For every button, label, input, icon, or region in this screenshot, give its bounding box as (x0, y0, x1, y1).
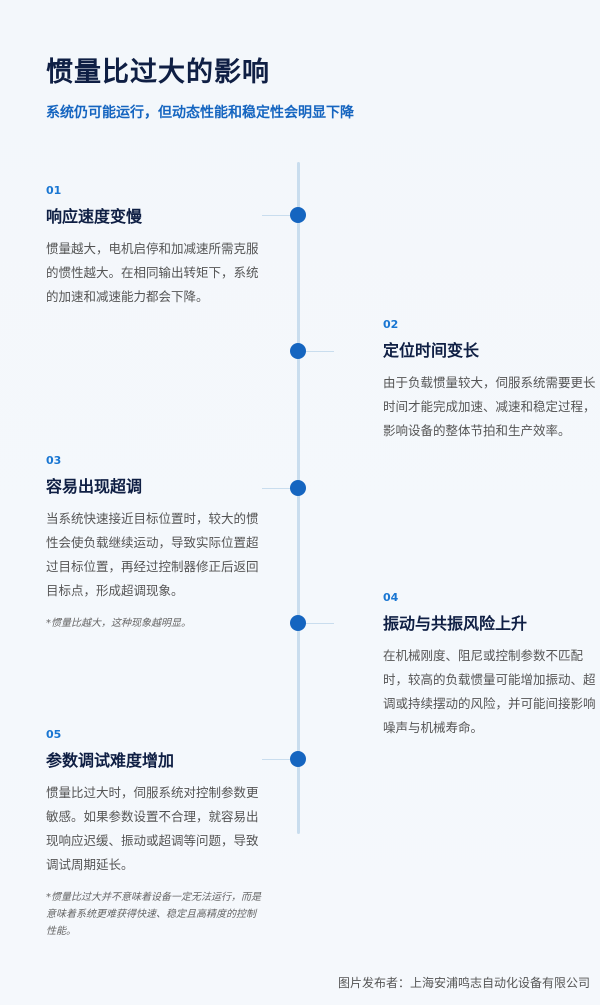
item-heading: 定位时间变长 (383, 341, 480, 360)
timeline-item-01: 01 响应速度变慢 惯量越大，电机启停和加减速所需克服的惯性越大。在相同输出转矩… (46, 184, 261, 309)
timeline-dot (290, 751, 306, 767)
item-heading: 振动与共振风险上升 (383, 614, 528, 633)
item-note: *惯量比越大，这种现象越明显。 (46, 618, 191, 629)
item-body: 由于负载惯量较大，伺服系统需要更长时间才能完成加速、减速和稳定过程，影响设备的整… (383, 375, 596, 438)
timeline-item-03: 03 容易出现超调 当系统快速接近目标位置时，较大的惯性会使负载继续运动，导致实… (46, 454, 261, 632)
item-number: 01 (46, 184, 62, 197)
item-body: 惯量越大，电机启停和加减速所需克服的惯性越大。在相同输出转矩下，系统的加速和减速… (46, 241, 259, 304)
page-title: 惯量比过大的影响 (46, 57, 270, 88)
page-subtitle: 系统仍可能运行，但动态性能和稳定性会明显下降 (46, 105, 354, 121)
timeline-dot (290, 480, 306, 496)
timeline-connector (262, 759, 294, 760)
item-number: 04 (383, 591, 399, 604)
item-body: 在机械刚度、阻尼或控制参数不匹配时，较高的负载惯量可能增加振动、超调或持续摆动的… (383, 648, 596, 735)
timeline-dot (290, 343, 306, 359)
item-heading: 容易出现超调 (46, 477, 143, 496)
item-heading: 参数调试难度增加 (46, 751, 175, 770)
item-heading: 响应速度变慢 (46, 207, 143, 226)
timeline-line (297, 162, 300, 834)
timeline-connector (262, 215, 294, 216)
item-body: 惯量比过大时，伺服系统对控制参数更敏感。如果参数设置不合理，就容易出现响应迟缓、… (46, 785, 259, 872)
item-body: 当系统快速接近目标位置时，较大的惯性会使负载继续运动，导致实际位置超过目标位置，… (46, 511, 259, 598)
item-number: 05 (46, 728, 62, 741)
item-number: 02 (383, 318, 399, 331)
item-number: 03 (46, 454, 62, 467)
timeline-item-05: 05 参数调试难度增加 惯量比过大时，伺服系统对控制参数更敏感。如果参数设置不合… (46, 728, 261, 940)
timeline-connector (302, 351, 334, 352)
publisher-credit: 图片发布者：上海安浦鸣志自动化设备有限公司 (337, 976, 590, 990)
timeline-connector (262, 488, 294, 489)
timeline-item-02: 02 定位时间变长 由于负载惯量较大，伺服系统需要更长时间才能完成加速、减速和稳… (383, 318, 598, 443)
timeline-item-04: 04 振动与共振风险上升 在机械刚度、阻尼或控制参数不匹配时，较高的负载惯量可能… (383, 591, 598, 740)
item-note: *惯量比过大并不意味着设备一定无法运行，而是意味着系统更难获得快速、稳定且高精度… (46, 892, 261, 937)
timeline-connector (302, 623, 334, 624)
timeline-dot (290, 207, 306, 223)
timeline-dot (290, 615, 306, 631)
